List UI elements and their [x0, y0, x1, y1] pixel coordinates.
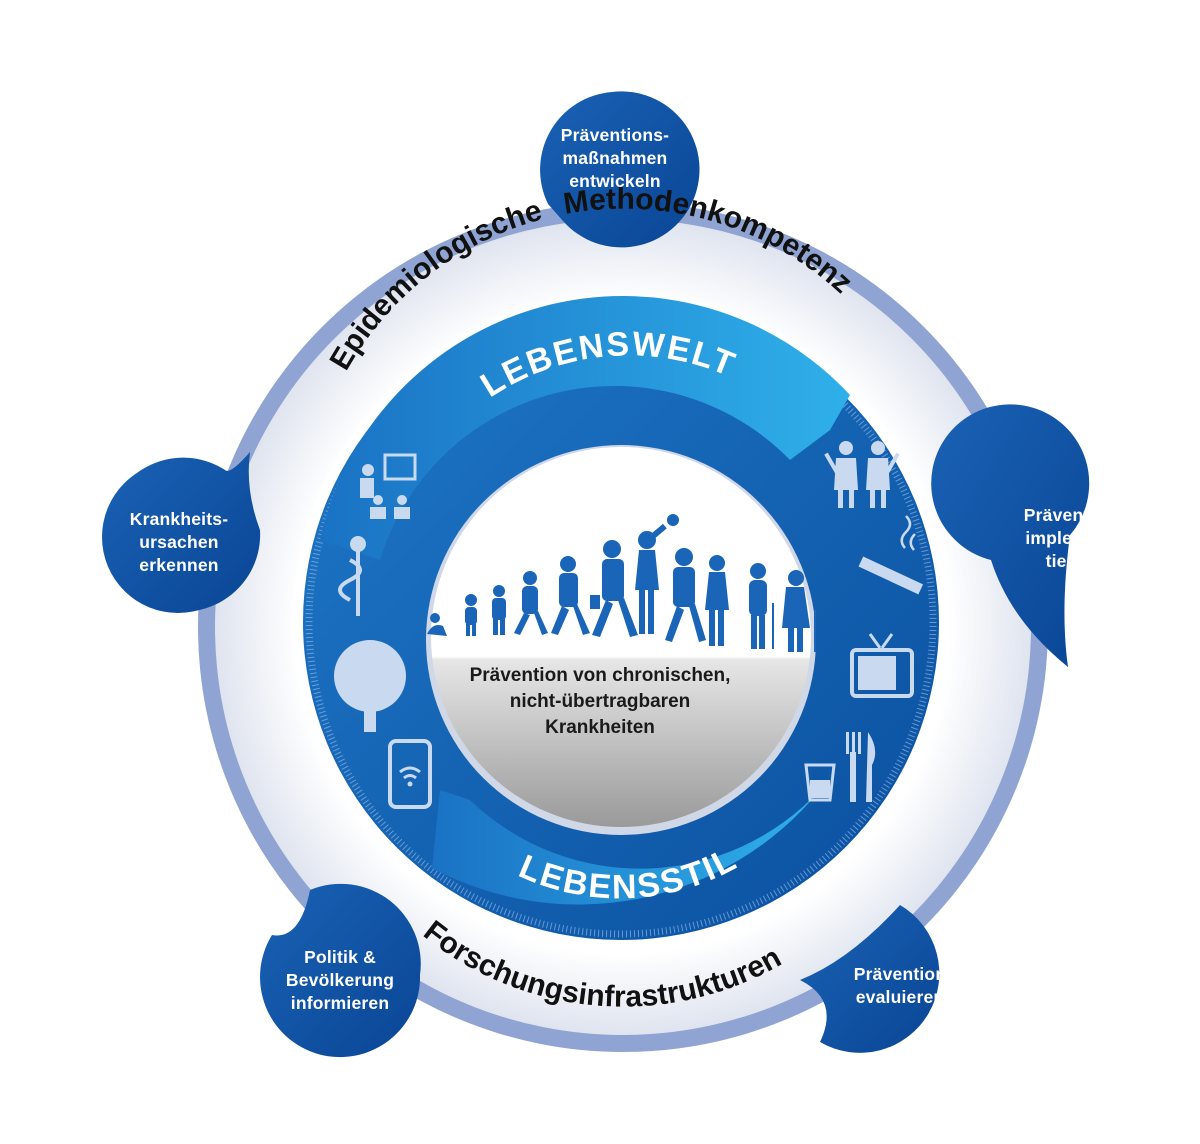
smartphone-wifi-icon — [388, 739, 432, 809]
drop-right — [931, 404, 1090, 667]
drop-left — [102, 452, 261, 613]
television-icon — [850, 633, 914, 698]
food-drink-icon — [804, 732, 876, 802]
step-identify-disease-causes: Krankheits- ursachen erkennen — [129, 508, 229, 575]
lebensstil-band — [432, 790, 820, 905]
center-title: Prävention von chronischen, nicht-übertr… — [469, 665, 731, 738]
step-implement-prevention: Prävention implemen- tieren — [1023, 504, 1117, 571]
drop-bottom-right — [800, 905, 940, 1053]
drop-bottom-left — [260, 883, 421, 1058]
tree-icon — [334, 640, 406, 732]
classroom-icon — [360, 453, 417, 519]
step-inform-policy-public: Politik & Bevölkerung informieren — [285, 946, 395, 1013]
playing-children-icon — [824, 441, 900, 508]
medical-staff-icon — [338, 536, 366, 616]
drop-top — [540, 91, 700, 248]
life-course-silhouettes-icon — [427, 514, 816, 652]
tick-ring — [305, 306, 937, 938]
step-develop-measures: Präventions- maßnahmen entwickeln — [560, 124, 670, 191]
center-disc — [431, 447, 811, 827]
cigarette-icon — [858, 515, 924, 595]
lebenswelt-band — [320, 296, 850, 560]
step-evaluate-prevention: Prävention evaluieren — [853, 964, 947, 1007]
